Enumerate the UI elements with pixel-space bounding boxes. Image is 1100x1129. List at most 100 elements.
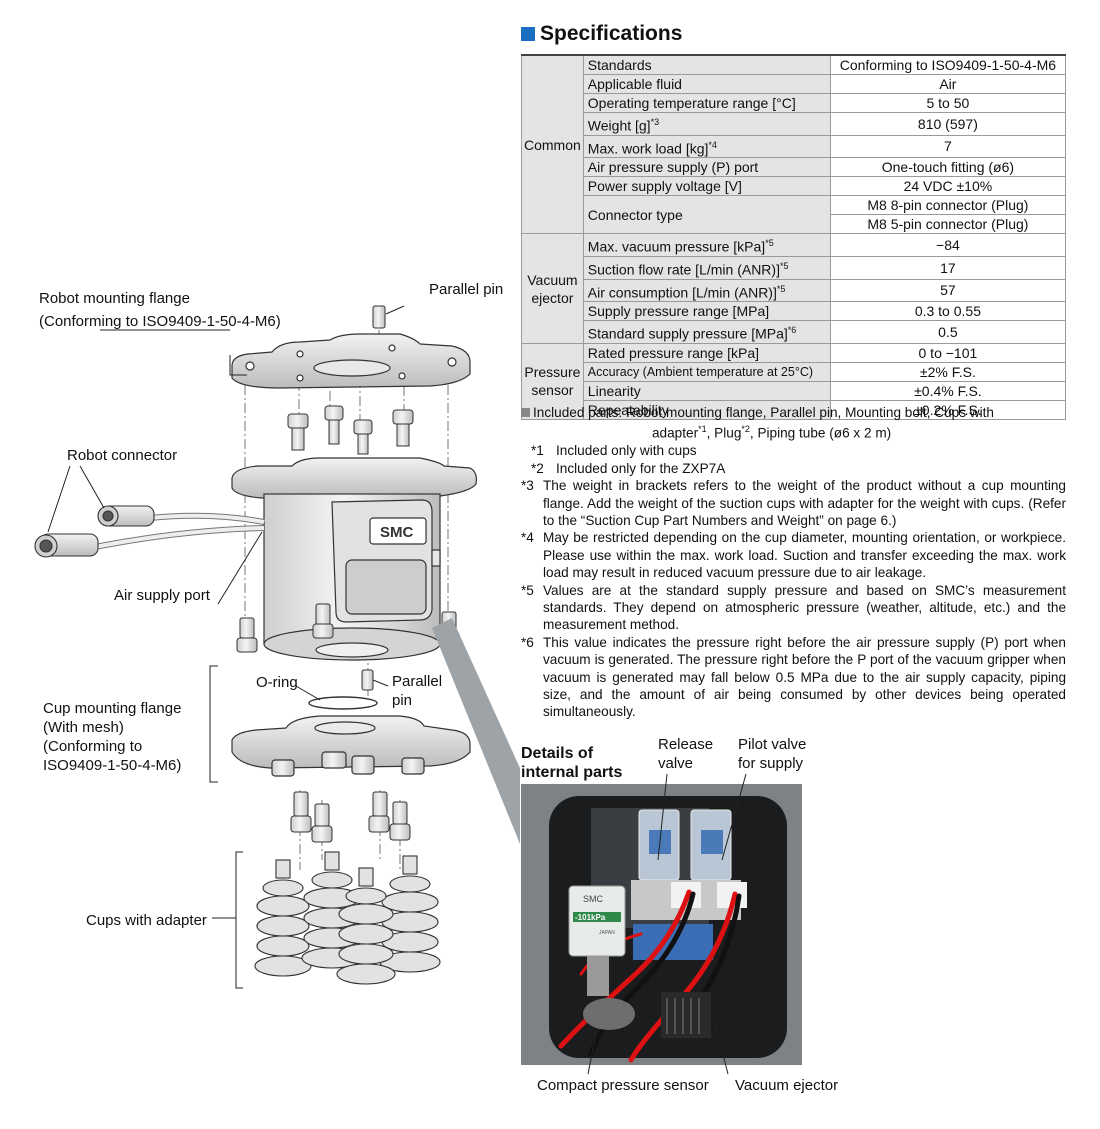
footnote-marker: *5 [776,283,786,294]
spec-label: Air consumption [L/min (ANR)]*5 [582,278,831,303]
label-compact-pressure-sensor: Compact pressure sensor [537,1077,709,1094]
spec-label: Standards [582,54,831,75]
group-vacuum-ejector: Vacuum ejector [521,233,584,344]
spec-value: One-touch fitting (ø6) [829,157,1067,178]
table-row: Air pressure supply (P) port One-touch f… [522,157,1067,178]
label-robot-flange-2: (Conforming to ISO9409-1-50-4-M6) [39,313,281,330]
spec-value: M8 8-pin connector (Plug) [829,195,1067,216]
spec-value: 17 [829,255,1067,280]
table-row: Repeatability ±0.2% F.S. [522,399,1067,420]
table-row: Weight [g]*3 810 (597) [522,112,1067,136]
robot-connector-cables [34,505,265,558]
spec-label: Operating temperature range [°C] [582,93,831,113]
spec-label: Supply pressure range [MPa] [582,301,831,322]
label-robot-flange-1: Robot mounting flange [39,290,190,307]
label-o-ring: O-ring [256,674,298,691]
label-pilot-valve-1: Pilot valve [738,736,807,753]
label-cup-flange-3: (Conforming to [43,738,143,755]
label-cup-flange-4: ISO9409-1-50-4-M6) [43,757,182,774]
label-parallel-pin: Parallel pin [429,281,504,298]
pressure-sensor-illustration: SMC -101kPa JAPAN [568,885,635,1030]
table-row: Vacuum ejector Max. vacuum pressure [kPa… [521,233,1067,344]
robot-mounting-flange [231,333,471,389]
spec-label: Rated pressure range [kPa] [582,342,831,363]
spec-value: 57 [829,278,1067,303]
label-pilot-valve-2: for supply [738,755,804,772]
spec-value: ±0.2% F.S. [829,399,1067,420]
label-cup-flange-1: Cup mounting flange [43,700,182,717]
table-row: Max. work load [kg]*4 7 [522,134,1067,159]
detail-leader-lines [587,773,747,1075]
bullet-square-icon [521,408,530,417]
parallel-pin-bottom [361,669,374,691]
spec-label: Connector type [582,195,831,235]
spec-label: Linearity [582,380,831,401]
spec-value: ±2% F.S. [829,361,1067,382]
table-row: Linearity ±0.4% F.S. [522,380,1067,401]
label-robot-connector: Robot connector [67,447,178,464]
exploded-view-drawing: SMC [0,0,520,1129]
footnote-marker: *4 [708,139,717,150]
mounting-bolts-upper [287,405,414,455]
spec-label: Suction flow rate [L/min (ANR)]*5 [582,255,831,280]
group-pressure-sensor: Pressure sensor [521,342,584,420]
table-row: Common Standards Conforming to ISO9409-1… [521,54,1067,235]
spec-value: Air [829,74,1067,94]
spec-label: Air pressure supply (P) port [582,157,831,178]
table-row: Standard supply pressure [MPa]*6 0.5 [522,320,1067,344]
spec-value: 0 to −101 [829,342,1067,363]
valve-block [631,809,747,960]
table-row: Suction flow rate [L/min (ANR)]*5 17 [522,255,1067,280]
spec-label: Standard supply pressure [MPa]*6 [582,320,831,344]
spec-value: 0.3 to 0.55 [829,301,1067,322]
label-release-valve-2: valve [658,755,694,772]
sensor-brand-text: SMC [583,894,604,904]
spec-value: 5 to 50 [829,93,1067,113]
table-row: Pressure sensor Rated pressure range [kP… [521,342,1067,420]
sensor-range-text: -101kPa [575,913,606,922]
spec-value: M8 5-pin connector (Plug) [829,214,1067,235]
brand-logo: SMC [380,524,414,541]
heading-square-icon [521,27,535,41]
spec-value: ±0.4% F.S. [829,380,1067,401]
spec-value: 24 VDC ±10% [829,176,1067,197]
spec-label: Repeatability [582,399,831,420]
spec-label: Applicable fluid [582,74,831,94]
included-parts-note-cont: adapter*1, Plug*2, Piping tube (ø6 x 2 m… [652,424,892,441]
leader-lines [47,305,405,989]
label-parallel-pin-2b: pin [392,692,413,709]
gripper-body: SMC [231,457,477,661]
spec-value: −84 [829,233,1067,257]
table-row: M8 5-pin connector (Plug) [522,214,1067,235]
spec-label: Weight [g]*3 [582,112,831,136]
cup-bolts [290,791,411,843]
footnote-marker: *6 [787,325,797,336]
footnote-marker: *5 [779,260,789,271]
specifications-table: Common Standards Conforming to ISO9409-1… [521,54,1067,420]
exploded-view-svg: SMC [34,305,520,989]
table-row: Power supply voltage [V] 24 VDC ±10% [522,176,1067,197]
label-air-supply-port: Air supply port [114,587,210,604]
bellows-cups [254,851,441,985]
spec-value: 810 (597) [829,112,1067,136]
group-common: Common [521,54,584,235]
cup-mounting-flange [231,715,471,777]
spec-label: Max. work load [kg]*4 [582,134,831,159]
parallel-pin-top [372,305,386,329]
table-row: Operating temperature range [°C] 5 to 50 [522,93,1067,113]
included-parts-note: Included parts: Robot mounting flange, P… [521,404,1066,421]
label-parallel-pin-2a: Parallel [392,673,443,690]
table-row: Accuracy (Ambient temperature at 25°C) ±… [522,361,1067,382]
spec-label: Max. vacuum pressure [kPa]*5 [582,233,831,257]
label-cup-flange-2: (With mesh) [43,719,124,736]
label-cups-with-adapter: Cups with adapter [86,912,207,929]
spec-value: 7 [829,134,1067,159]
footnote-marker: *3 [650,117,660,127]
spec-value: 0.5 [829,320,1067,344]
